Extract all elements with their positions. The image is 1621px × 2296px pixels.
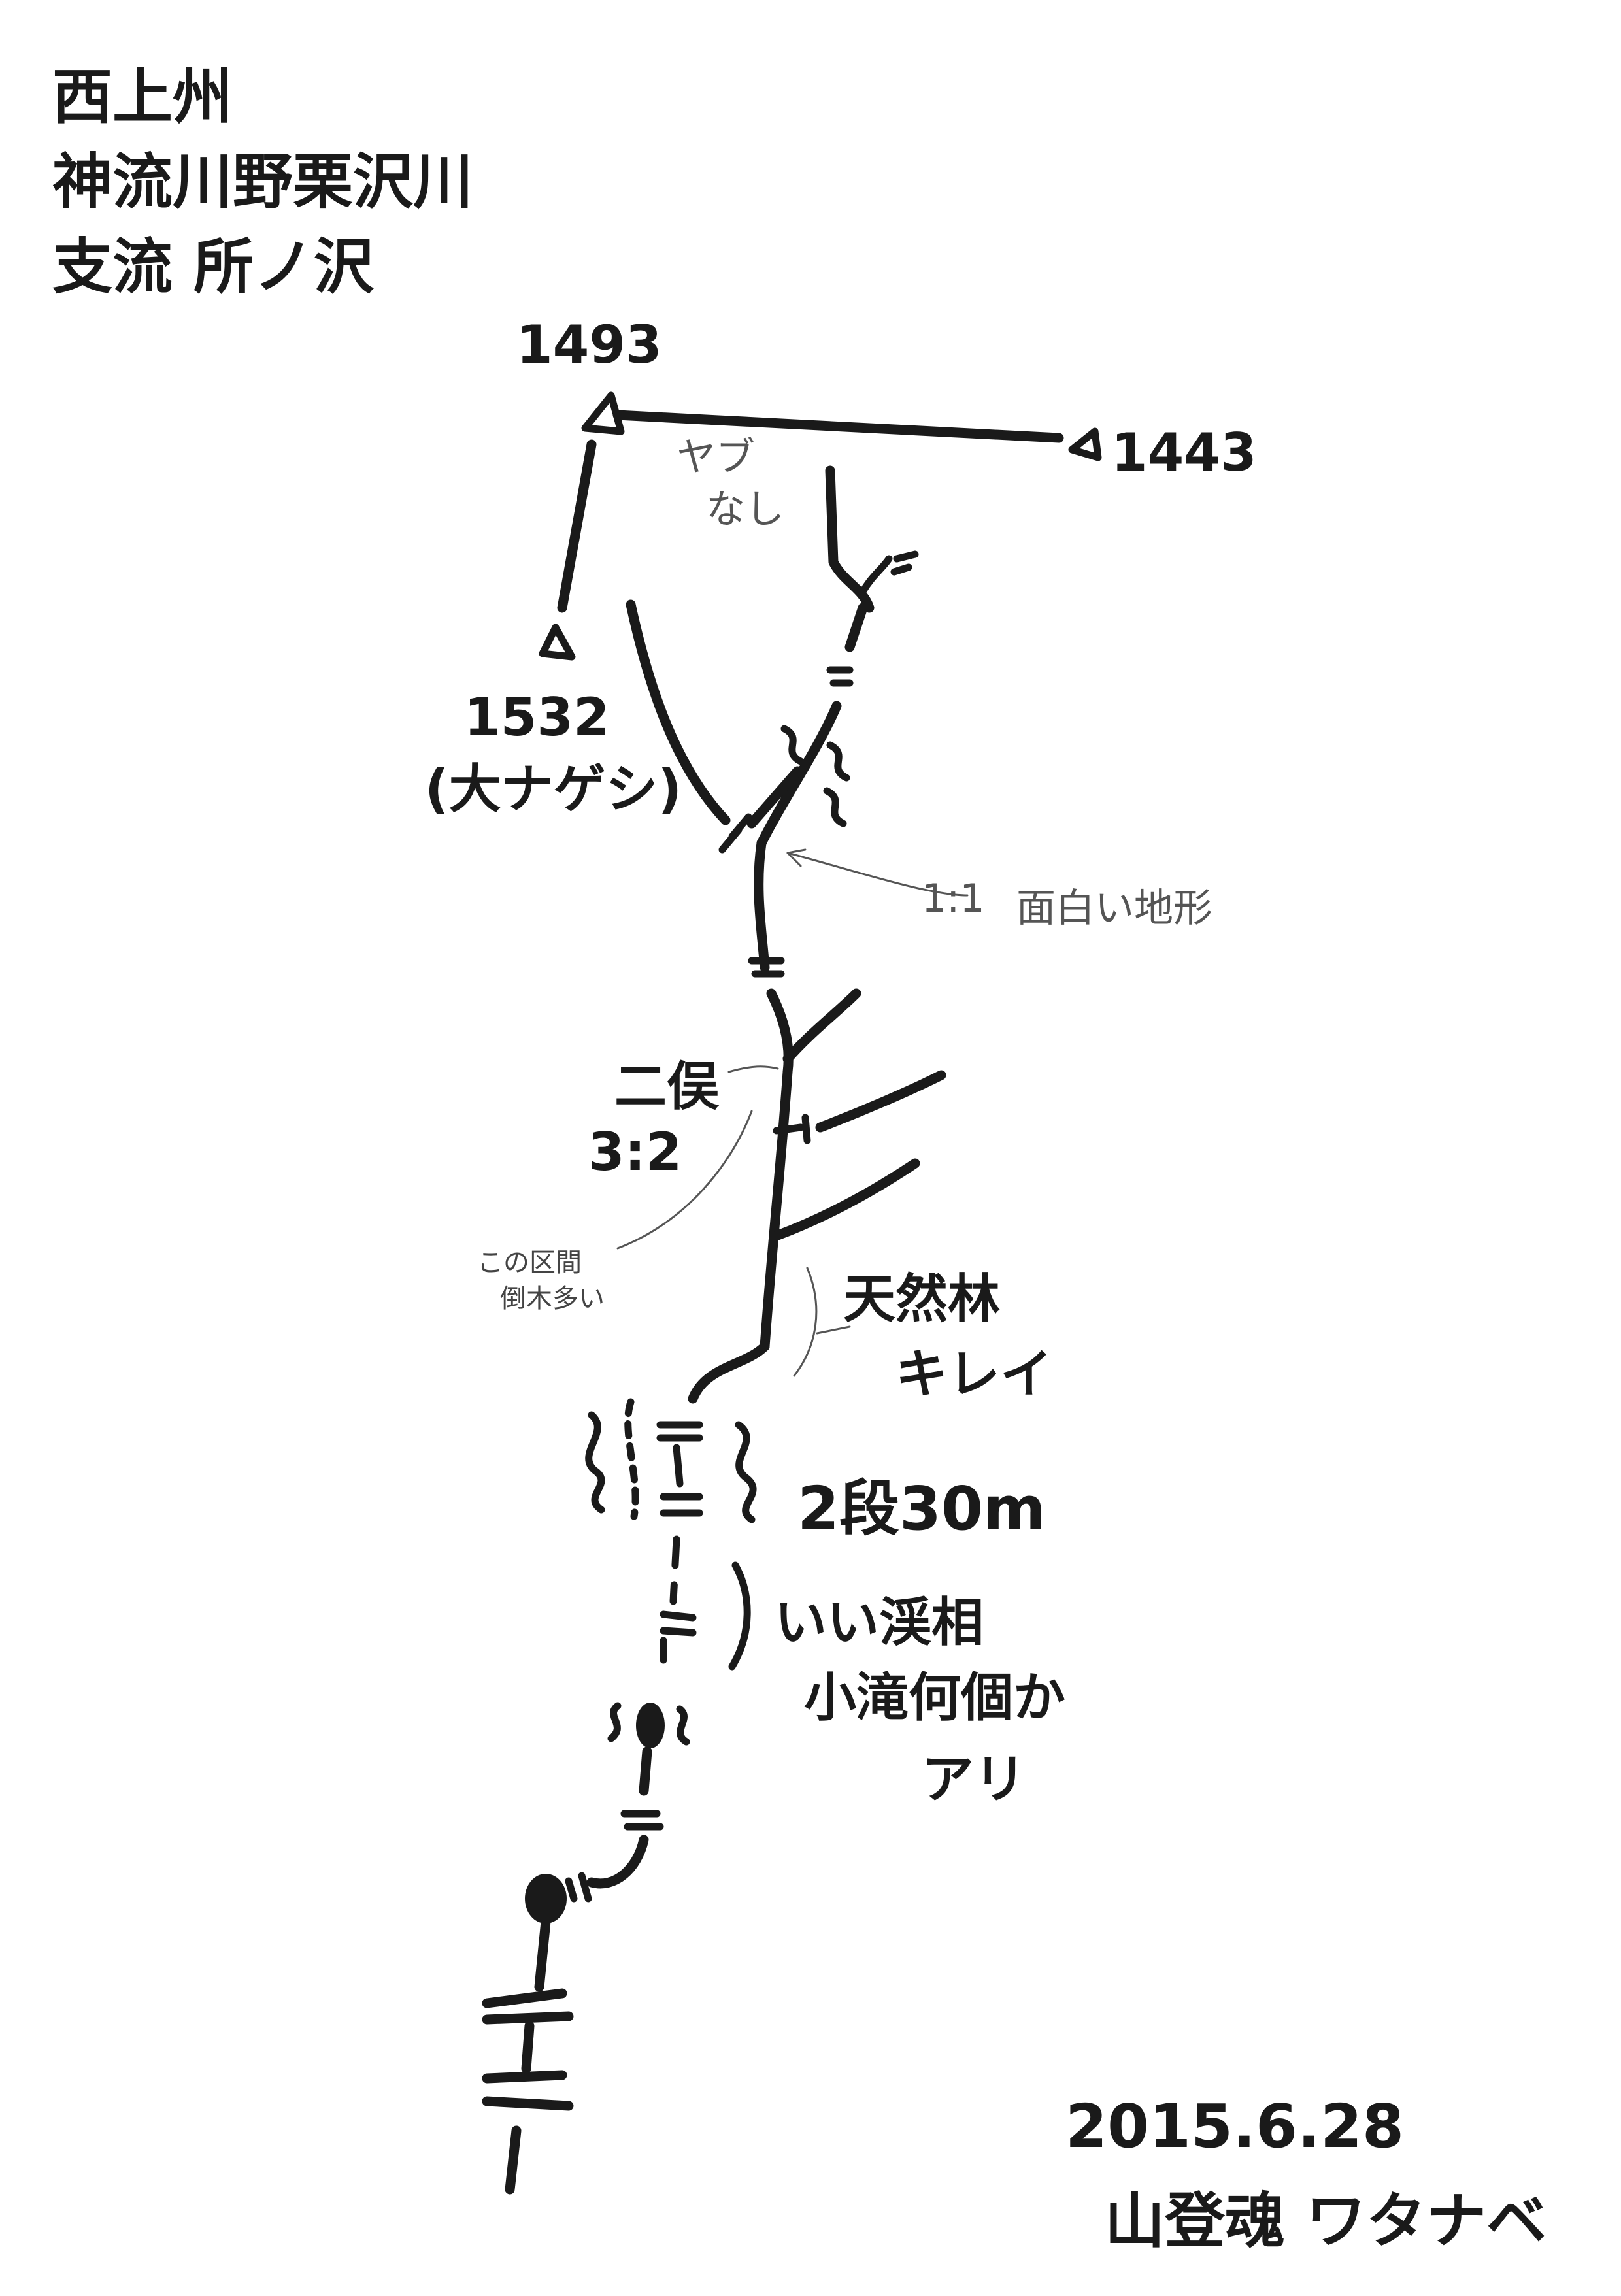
fall-mark-11 (660, 1610, 697, 1622)
peak-label-1493: 1493 (516, 314, 662, 375)
east-tributary-2 (773, 1158, 920, 1240)
fall-mark-10 (801, 1114, 811, 1144)
pool-marker-upper (636, 1703, 665, 1748)
upper-east-stream-lower (844, 603, 868, 652)
road-line-2 (482, 2011, 574, 2025)
note-ratio-1-1: 1:1 (922, 876, 985, 922)
pool-wiggle-left (607, 1702, 622, 1742)
gorge-wiggle-left (780, 725, 805, 765)
note-no-brush-1: ヤブ (677, 435, 755, 480)
note-interesting-terrain: 面白い地形 (1016, 886, 1212, 931)
stream-bottom (505, 2125, 522, 2195)
note-good-stream-2: 小滝何個か (804, 1667, 1065, 1728)
note-fork-ratio: 3:2 (588, 1122, 682, 1182)
gorge-wiggle-right-1 (826, 741, 850, 782)
note-good-stream-1: いい渓相 (775, 1592, 984, 1653)
footer-author: 山登魂 ワタナベ (1105, 2186, 1546, 2256)
stream-lower-bend (586, 1835, 649, 1889)
waterfall-wiggle-left (585, 1411, 605, 1514)
peak-triangle-1443 (1068, 427, 1102, 461)
ridge-line-east (612, 410, 1064, 443)
title-tributary: 支流 所ノ沢 (52, 232, 375, 302)
note-forest-1: 天然林 (843, 1269, 1000, 1329)
main-stream-middle (760, 1067, 793, 1352)
footer-date: 2015.6.28 (1065, 2091, 1404, 2161)
bracket-forest (793, 1267, 818, 1377)
note-deadfall-2: 倒木多い (500, 1284, 605, 1314)
road-connector (521, 2021, 535, 2074)
note-good-stream-3: アリ (922, 1749, 1026, 1810)
east-tributary-1 (815, 1070, 946, 1133)
arrow-interesting-terrain (786, 852, 969, 897)
fork-east-branch (782, 988, 861, 1064)
peak-triangle-1532 (539, 624, 576, 661)
stream-to-trailhead (534, 1916, 551, 1992)
main-stream-upper (754, 838, 770, 973)
ridge-line-south (557, 439, 597, 613)
note-forest-2: キレイ (895, 1344, 1052, 1405)
arrow-fork (727, 1065, 779, 1073)
fall-mark-12 (660, 1627, 697, 1637)
fall-mark-1 (893, 550, 919, 563)
road-line-3 (482, 2070, 567, 2084)
road-line-1 (482, 1988, 567, 2008)
title-region: 西上州 (52, 62, 233, 132)
peak-label-1532: 1532 (464, 687, 610, 748)
peak-name-onageshi: (大ナゲシ) (425, 759, 682, 820)
title-river: 神流川野栗沢川 (52, 147, 473, 217)
road-line-4 (482, 2096, 574, 2111)
main-stream-bend (688, 1341, 770, 1404)
note-deadfall-1: この区間 (477, 1248, 582, 1278)
arrow-deadfall (616, 1110, 753, 1250)
note-no-brush-2: なし (706, 487, 784, 533)
fall-tier (673, 1444, 684, 1488)
fall-mark-6 (718, 826, 743, 854)
west-branch-stream (626, 599, 731, 825)
bracket-good-stream (728, 1561, 751, 1671)
note-fork: 二俣 (614, 1056, 720, 1117)
upper-east-stream (825, 465, 875, 613)
lower-stream-dashed-1 (669, 1535, 680, 1605)
fall-mark-9 (773, 1123, 805, 1135)
gorge-wiggle-right-2 (823, 787, 847, 827)
note-two-tier-falls: 2段30m (797, 1474, 1046, 1544)
stream-below-pool (639, 1746, 652, 1796)
peak-triangle-1493 (581, 391, 625, 435)
peak-label-1443: 1443 (1111, 422, 1257, 483)
fall-mark-15 (565, 1872, 592, 1903)
arrow-head-1 (786, 848, 807, 867)
waterfall-wiggle-right (735, 1421, 757, 1523)
pool-wiggle-right (676, 1705, 690, 1746)
forest-pointer (816, 1325, 851, 1335)
upper-east-side-fork (859, 555, 893, 595)
pool-marker-lower (525, 1874, 567, 1923)
fall-mark-2 (890, 563, 912, 576)
waterfall-dashed-left (624, 1398, 639, 1520)
gorge-wall-west (746, 766, 803, 829)
